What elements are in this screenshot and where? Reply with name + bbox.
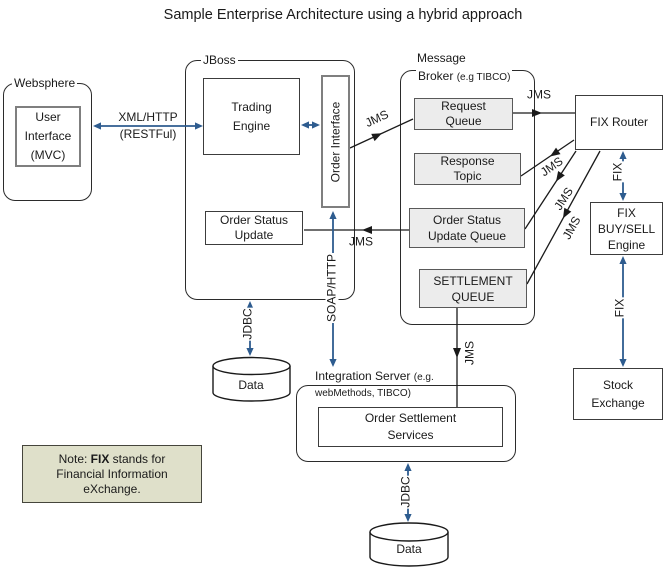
- data-label-jboss: Data: [238, 378, 264, 392]
- arrowhead: [301, 121, 309, 129]
- arrowhead: [550, 147, 561, 157]
- note-line3: eXchange.: [83, 481, 141, 496]
- stock-exchange-node: Stock Exchange: [573, 368, 663, 420]
- jboss-label: JBoss: [201, 53, 238, 67]
- request-queue-node: Request Queue: [414, 98, 513, 130]
- arrowhead: [371, 133, 382, 142]
- note-line2: Financial Information: [56, 466, 168, 481]
- order-interface-node: Order Interface: [321, 75, 350, 208]
- integration-server-container: [296, 385, 516, 462]
- order-status-update-queue-node: Order Status Update Queue: [409, 208, 525, 248]
- arrowhead: [619, 193, 627, 201]
- arrowhead: [453, 348, 461, 358]
- message-broker-label-line1: Message: [417, 51, 466, 65]
- note-fix-bold: FIX: [90, 451, 110, 466]
- arrowhead: [329, 211, 337, 219]
- message-broker-label-text: Broker: [418, 69, 454, 83]
- database-cylinder-integration-top: [369, 522, 449, 542]
- trading-engine-node: Trading Engine: [203, 78, 300, 155]
- order-status-update-node: Order Status Update: [205, 211, 303, 245]
- fix-buysell-engine-node: FIX BUY/SELL Engine: [590, 202, 663, 255]
- settlement-queue-node: SETTLEMENT QUEUE: [419, 269, 527, 308]
- diagram-title: Sample Enterprise Architecture using a h…: [163, 7, 523, 23]
- user-interface-node: User Interface (MVC): [15, 106, 81, 167]
- arrowhead: [362, 226, 372, 234]
- jdbc-label-jboss: JDBC: [240, 307, 255, 341]
- arrowhead: [619, 151, 627, 159]
- arrowhead: [312, 121, 320, 129]
- integration-server-label-line2: webMethods, TIBCO): [315, 388, 411, 399]
- order-interface-label: Order Interface: [328, 101, 342, 182]
- jboss-container: [185, 60, 355, 300]
- data-label-integration: Data: [396, 542, 422, 556]
- arrowhead: [563, 207, 572, 219]
- fix-label-router-engine: FIX: [610, 161, 625, 183]
- note-box: Note: FIX stands for Financial Informati…: [22, 445, 202, 503]
- response-topic-node: Response Topic: [414, 153, 521, 185]
- note-line1: Note: FIX stands for: [58, 451, 166, 466]
- integration-server-label: Integration Server (e.g.: [313, 370, 436, 384]
- database-cylinder-jboss-top: [212, 356, 291, 376]
- edge-fixrouter-orderstatusqueue: [524, 150, 577, 230]
- soap-http-label: SOAP/HTTP: [324, 252, 339, 324]
- arrowhead: [532, 109, 542, 117]
- arrowhead: [556, 171, 565, 182]
- jms-label-settlementqueue-services: JMS: [462, 341, 477, 365]
- xml-http-label: XML/HTTP (RESTFul): [118, 110, 178, 141]
- arrowhead: [404, 514, 412, 522]
- message-broker-label-line2: Broker (e.g TIBCO): [416, 69, 513, 84]
- jms-label-requestqueue-router: JMS: [527, 87, 551, 102]
- message-broker-label-small: (e.g TIBCO): [456, 72, 511, 83]
- arrowhead: [329, 359, 337, 367]
- fix-label-engine-exchange: FIX: [612, 297, 627, 319]
- websphere-label: Websphere: [12, 76, 78, 90]
- arrowhead: [619, 256, 627, 264]
- arrowhead: [195, 122, 203, 130]
- arrowhead: [93, 122, 101, 130]
- arrowhead: [246, 348, 254, 356]
- integration-server-label-small: (e.g.: [413, 372, 434, 383]
- integration-server-label-text: Integration Server: [315, 369, 411, 383]
- arrowhead: [246, 301, 254, 309]
- jms-label-statusqueue-statusupdate: JMS: [349, 234, 373, 249]
- edge-fixrouter-responsetopic: [520, 139, 575, 177]
- fix-router-node: FIX Router: [575, 95, 663, 150]
- order-settlement-services-node: Order Settlement Services: [318, 407, 503, 447]
- arrowhead: [404, 463, 412, 471]
- database-cylinder-jboss: [212, 366, 291, 402]
- arrowhead: [619, 359, 627, 367]
- jdbc-label-integration: JDBC: [398, 475, 413, 509]
